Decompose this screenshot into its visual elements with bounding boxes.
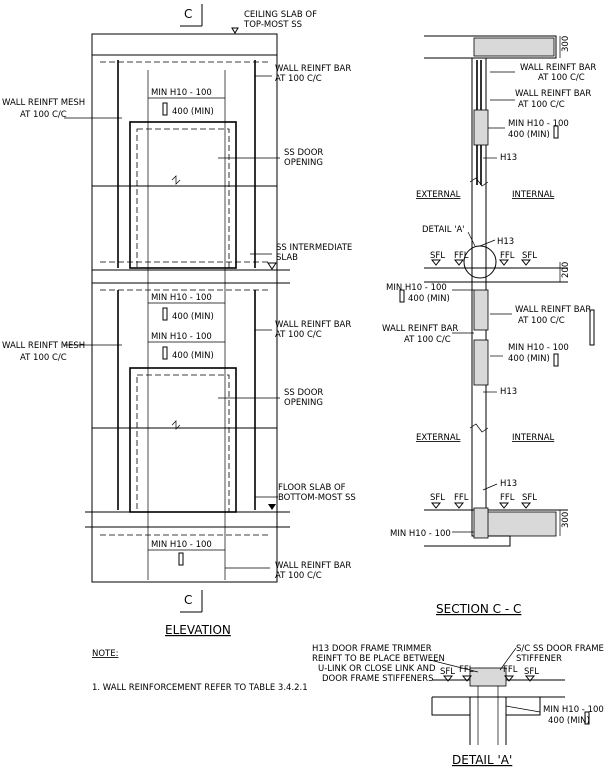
min-h10-label-3: MIN H10 - 100: [151, 332, 212, 342]
section-sfl-1: SFL: [430, 251, 445, 261]
section-view: 300 WALL REINFT BAR AT 100 C/C WALL REIN…: [382, 35, 596, 616]
min-400-label-1: 400 (MIN): [172, 107, 214, 117]
wall-bar-mid-label-2: AT 100 C/C: [275, 330, 322, 340]
section-sfl-3: SFL: [430, 493, 445, 503]
detail-trimmer-3: U-LINK OR CLOSE LINK AND: [318, 664, 436, 674]
section-min-400-a: 400 (MIN): [508, 130, 550, 140]
section-h13-b: H13: [497, 237, 514, 247]
elevation-view: C C CEILING SLAB OF TOP-MOST SS WALL REI…: [2, 4, 356, 637]
elevation-wall-outline: [91, 33, 278, 583]
section-bottom-slab: [485, 511, 557, 537]
notes-block: NOTE: 1. WALL REINFORCEMENT REFER TO TAB…: [92, 649, 308, 693]
detail-title: DETAIL 'A': [452, 753, 512, 767]
section-ffl-1: FFL: [454, 251, 469, 261]
detail-stiffener-1: S/C SS DOOR FRAME: [516, 644, 604, 654]
intermediate-slab-label-2: SLAB: [276, 253, 298, 263]
door-opening-top-label-2: OPENING: [284, 158, 323, 168]
min-400-label-3: 400 (MIN): [172, 351, 214, 361]
floor-slab-label-2: BOTTOM-MOST SS: [278, 493, 356, 503]
elevation-title: ELEVATION: [165, 623, 231, 637]
detail-stiffener-2: STIFFENER: [516, 654, 562, 664]
section-external-2: EXTERNAL: [416, 433, 461, 443]
section-dim-bot: 300: [561, 512, 571, 528]
detail-a-view: H13 DOOR FRAME TRIMMER REINFT TO BE PLAC…: [312, 644, 604, 767]
detail-ffl-2: FFL: [503, 665, 518, 675]
detail-sfl-1: SFL: [440, 667, 455, 677]
min-h10-label-1: MIN H10 - 100: [151, 88, 212, 98]
section-dim-200: 200: [561, 262, 571, 278]
wall-mesh-top-label-1: WALL REINFT MESH: [2, 98, 85, 108]
detail-trimmer-1: H13 DOOR FRAME TRIMMER: [312, 644, 432, 654]
door-opening-bot-label-1: SS DOOR: [284, 388, 323, 398]
section-wall-bar-c-1: WALL REINFT BAR: [515, 305, 591, 315]
section-wall-bar-c-2: AT 100 C/C: [518, 316, 565, 326]
section-wall-bar-b-2: AT 100 C/C: [518, 100, 565, 110]
intermediate-slab-label-1: SS INTERMEDIATE: [276, 243, 352, 253]
section-external-1: EXTERNAL: [416, 190, 461, 200]
section-ffl-4: FFL: [500, 493, 515, 503]
floor-slab-label-1: FLOOR SLAB OF: [278, 483, 346, 493]
detail-trimmer-4: DOOR FRAME STIFFENERS: [322, 674, 433, 684]
section-min-h10-d: MIN H10 - 100: [390, 529, 451, 539]
wall-mesh-bot-label-1: WALL REINFT MESH: [2, 341, 85, 351]
section-wall-bar-d-2: AT 100 C/C: [404, 335, 451, 345]
section-wall-bar-a-2: AT 100 C/C: [538, 73, 585, 83]
min-h10-label-4: MIN H10 - 100: [151, 540, 212, 550]
wall-bar-bot-label-1: WALL REINFT BAR: [275, 561, 351, 571]
section-wall-bar-d-1: WALL REINFT BAR: [382, 324, 458, 334]
section-h13-a: H13: [500, 153, 517, 163]
section-mark-top: C: [184, 7, 192, 21]
wall-mesh-bot-label-2: AT 100 C/C: [20, 353, 67, 363]
detail-min-400: 400 (MIN): [548, 716, 590, 726]
note-item-1: 1. WALL REINFORCEMENT REFER TO TABLE 3.4…: [92, 683, 308, 693]
detail-frame-stiffener: [469, 667, 507, 687]
section-mark-bottom: C: [184, 593, 192, 607]
section-ffl-3: FFL: [454, 493, 469, 503]
detail-a-callout: [463, 245, 497, 279]
section-wall-bar-b-1: WALL REINFT BAR: [515, 89, 591, 99]
detail-sfl-2: SFL: [524, 667, 539, 677]
ceiling-slab-label-2: TOP-MOST SS: [243, 20, 302, 30]
section-top-slab: [473, 37, 555, 57]
section-h13-c: H13: [500, 387, 517, 397]
section-dim-top: 300: [561, 36, 571, 52]
min-h10-label-2: MIN H10 - 100: [151, 293, 212, 303]
wall-bar-top-label-1: WALL REINFT BAR: [275, 64, 351, 74]
wall-bar-mid-label-1: WALL REINFT BAR: [275, 320, 351, 330]
detail-trimmer-2: REINFT TO BE PLACE BETWEEN: [312, 654, 445, 664]
section-ffl-2: FFL: [500, 251, 515, 261]
section-wall-bar-a-1: WALL REINFT BAR: [520, 63, 596, 73]
section-sfl-4: SFL: [522, 493, 537, 503]
section-sfl-2: SFL: [522, 251, 537, 261]
door-opening-bottom: [129, 367, 237, 513]
detail-ffl-1: FFL: [459, 665, 474, 675]
section-min-h10-a: MIN H10 - 100: [508, 119, 569, 129]
section-min-400-c: 400 (MIN): [508, 354, 550, 364]
section-detail-a: DETAIL 'A': [422, 225, 465, 235]
wall-mesh-top-label-2: AT 100 C/C: [20, 110, 67, 120]
section-title: SECTION C - C: [436, 602, 521, 616]
section-internal-2: INTERNAL: [512, 433, 555, 443]
note-heading: NOTE:: [92, 649, 118, 659]
ceiling-slab-label-1: CEILING SLAB OF: [244, 10, 317, 20]
section-h13-d: H13: [500, 479, 517, 489]
section-internal-1: INTERNAL: [512, 190, 555, 200]
detail-min-h10: MIN H10 - 100: [543, 705, 604, 715]
section-min-h10-b: MIN H10 - 100: [386, 283, 447, 293]
section-min-400-b: 400 (MIN): [408, 294, 450, 304]
door-opening-top-label-1: SS DOOR: [284, 148, 323, 158]
door-opening-top: [129, 121, 237, 269]
section-min-h10-c: MIN H10 - 100: [508, 343, 569, 353]
wall-bar-top-label-2: AT 100 C/C: [275, 74, 322, 84]
door-opening-bot-label-2: OPENING: [284, 398, 323, 408]
min-400-label-2: 400 (MIN): [172, 312, 214, 322]
wall-bar-bot-label-2: AT 100 C/C: [275, 571, 322, 581]
